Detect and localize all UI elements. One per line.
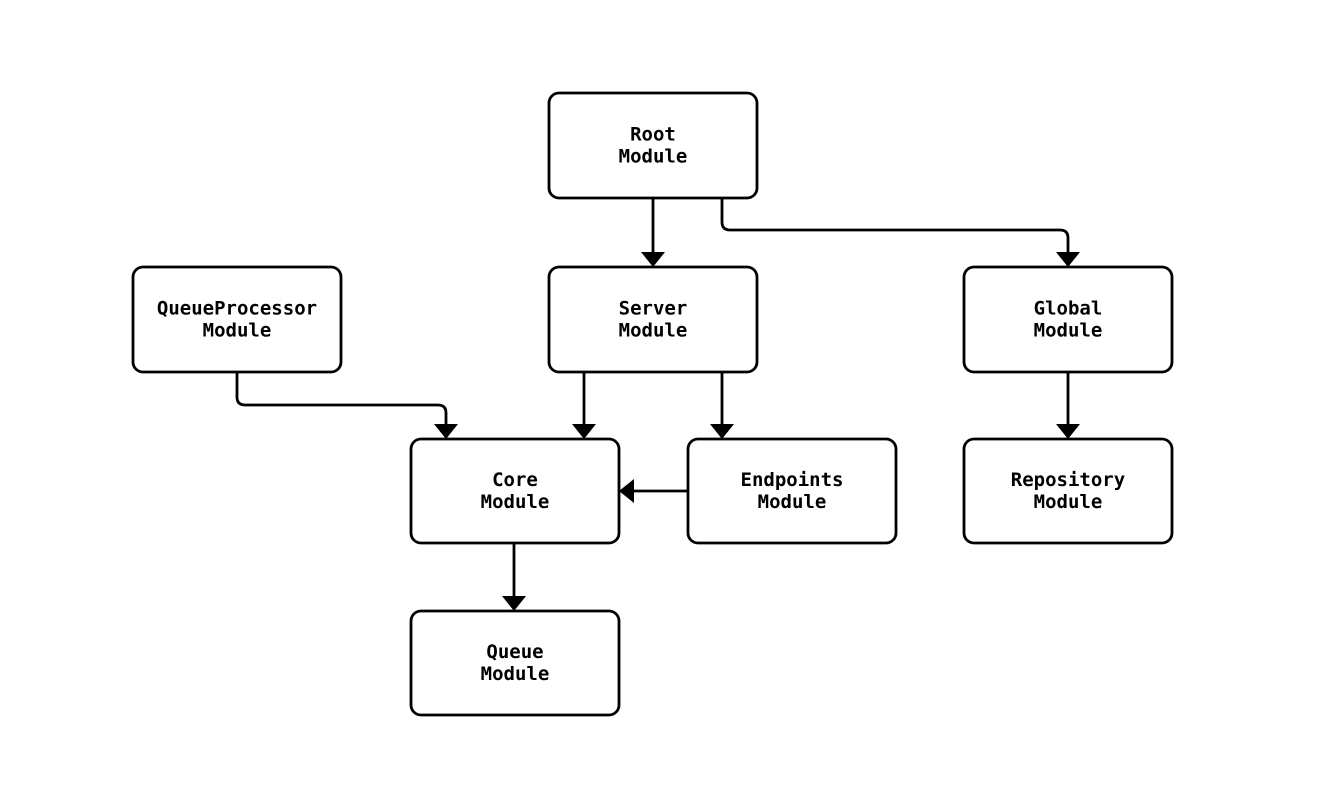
arrowhead-icon	[502, 596, 526, 611]
node-core-module-box	[409, 437, 621, 545]
arrowhead-icon	[1056, 424, 1080, 439]
arrowhead-icon	[641, 252, 665, 267]
node-global-module-box	[962, 265, 1174, 374]
node-server-module-box	[547, 265, 759, 374]
edge-server-module-to-endpoints-module	[710, 372, 734, 439]
arrowhead-icon	[710, 424, 734, 439]
edge-endpoints-module-to-core-module	[619, 479, 688, 503]
node-root-module-box	[547, 91, 759, 200]
edge-queueprocessor-module-to-core-module	[235, 372, 458, 439]
node-endpoints-module-box	[686, 437, 898, 545]
node-queue-module-box	[409, 609, 621, 717]
node-queueprocessor-module-box	[131, 265, 343, 374]
edge-root-module-to-server-module	[641, 198, 665, 267]
edge-global-module-to-repository-module	[1056, 372, 1080, 439]
edge-core-module-to-queue-module	[502, 543, 526, 611]
arrowhead-icon	[619, 479, 634, 503]
arrowhead-icon	[434, 424, 458, 439]
arrowhead-icon	[572, 424, 596, 439]
edge-line	[720, 198, 1070, 252]
edge-line	[235, 372, 448, 424]
edge-server-module-to-core-module	[572, 372, 596, 439]
edge-root-module-to-global-module	[720, 198, 1080, 267]
node-repository-module-box	[962, 437, 1174, 545]
arrowhead-icon	[1056, 252, 1080, 267]
